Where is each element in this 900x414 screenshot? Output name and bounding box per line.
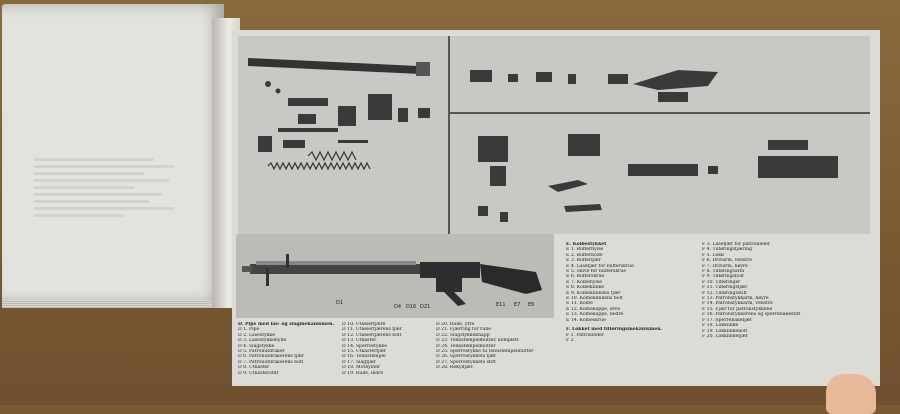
legend-line: E 8. Kolbeklinke [566,285,605,291]
foldout-diagram-sheet: D1 D4 D16 D21 E11 E7 E6 D. Pipe med lås-… [232,30,880,386]
legend-line: D 4. Slagstykke [238,343,275,349]
legend-line: E 9. Kolbeklinkens fjær [566,290,621,296]
page-edges [2,300,224,308]
legend-line: D 2. Låsestykke [238,332,275,338]
book-left-page [2,4,224,308]
legend-line: D 19. Rulle, indre [342,370,384,376]
legend-line: F 7. Drivarm, høyre [702,263,748,269]
legend-line: D 12. Utløserfjærens bolt [342,332,402,338]
faint-text-bleed [34,154,184,221]
legend-line: E 2. Bufferhode [566,252,603,258]
legend-line: E 7. Kolbehylse [566,279,602,285]
legend-line: E 1. Bufferhylse [566,247,604,253]
bolt-parts [258,81,430,152]
legend-line: F 8. Tilføringsarm [702,269,745,275]
machine-gun-drawing: D1 D4 D16 D21 E11 E7 E6 [242,254,542,310]
exploded-parts-panel [238,36,870,234]
spring-long [267,161,371,171]
legend-line: D 15. Utkasterfjær [342,349,386,355]
legend-line: D 6. Patronutdrakerens fjær [238,354,304,360]
legend-line: F 1. Patronleder [566,332,604,338]
label-d16: D16 [406,304,416,310]
legend-line: D 28. Rekylfjær. [436,365,474,371]
panel-divider-horizontal [448,112,870,114]
legend-column-d2: D 10. Utløserfjære D 11. Utløserfjærens … [342,322,434,376]
legend-line: D 16. Tennstempel [342,354,386,360]
legend-line: D. Pipe med lås- og slagmekanismen. [238,322,335,327]
legend-line: D 5. Patronutdraker [238,349,285,355]
legend-heading: E. Kolbestykket [566,242,607,247]
legend-line: D 3. Låsestykkehylle [238,338,287,344]
legend-line: D 10. Utløserfjære [342,322,386,327]
legend-line: E 6. Bufferskrue [566,274,605,280]
label-e11: E11 [496,302,506,308]
legend-line: D 8. Utkaster [238,365,270,371]
legend-line: F 6. Drivarm, venstre [702,258,753,264]
legend-line: E 3. Bufferfjær [566,258,601,264]
legend-line: D 14. Sperrestykke [342,343,387,349]
panel-divider-vertical [448,36,450,234]
legend-line: E 4. Låsefjær for bufferskrue [566,263,634,269]
legend-line: F 4. Tilføringsfjæring [702,247,752,253]
legend-line: F 12. Tilføringsstift [702,290,748,296]
feed-cover-parts [478,134,838,222]
legend-line: E 5. Skive for bufferskrue [566,269,627,275]
legend-line: D 1. Pipe [238,327,260,333]
legend-line: F 15. Fjær for patronstykkene [702,306,773,312]
legend-line: F 11. Tilføringsfjær [702,285,748,291]
legend-line: D 25. Sperrestykke til tennstempelmutter [436,349,534,355]
legend-line: F 14. Patronstykkarm, venstre [702,301,773,307]
legend-line: D 22. Slagstykkeknapp [436,332,490,338]
barrel-muzzle [416,62,430,76]
legend-line: D 21. Fjærring for rulle [436,327,491,333]
legend-line: F 19. Lokklinkebolt [702,328,748,334]
legend-heading: F. Lokket med tilføringsmekanismen. [566,327,663,333]
legend-column-d1: D. Pipe med lås- og slagmekanismen. D 1.… [238,322,338,376]
legend-line: E 13. Kolbekappe, nedre [566,312,624,318]
label-d21: D21 [420,304,430,310]
legend-line: F 18. Lokklinke [702,323,739,329]
label-d4: D4 [394,304,401,310]
thumb-holding-page [826,374,876,414]
parts-drawing [248,58,838,222]
legend-line: F 9. Tilføringsbolt [702,274,744,280]
legend-line: D 27. Sperrestykkets stift [436,359,496,365]
legend-column-f: F 3. Låsefjær for patronleder F 4. Tilfø… [702,242,872,339]
legend-line: D 23. Tennstempelmutter, komplett [436,338,519,344]
legend-line: D 26. Sperrestykkets fjær [436,354,497,360]
legend-line: D 7. Patronutdrakerens bolt [238,359,304,365]
legend-line: D 24. Tennstempelmutter [436,343,496,349]
label-d1: D1 [336,300,343,306]
legend-column-d3: D 20. Rulle, ytre D 21. Fjærring for rul… [436,322,556,371]
stock-parts [470,70,718,102]
label-e7: E7 [514,302,520,308]
gun-body [242,254,542,306]
barrel-part [248,58,428,74]
spring-short [307,150,357,162]
legend-line: D 20. Rulle, ytre [436,322,475,327]
legend-line: F 16. Patronstykkerens og sperrebakestif… [702,312,801,318]
legend-line: F 5. Lokk [702,252,724,258]
legend-line: E 12. Kolbekappe, øvre [566,306,621,312]
assembled-gun-panel: D1 D4 D16 D21 E11 E7 E6 [236,234,554,318]
legend-line: F 17. Sperrebakefjær [702,317,753,323]
legend-line: D 13. Utkaster [342,338,377,344]
legend-line: D 11. Utløserfjærens fjær [342,327,402,333]
gun-part-labels: D1 D4 D16 D21 E11 E7 E6 [336,300,534,310]
legend-line: F 13. Patronstykkarm, høyre [702,296,769,302]
legend-line: D 9. Utkasterstift [238,370,279,376]
legend-line: D 18. Mothylder [342,365,381,371]
legend-line: D 17. Slagfjær [342,359,376,365]
legend-line: F 10. Tilføringer [702,279,741,285]
legend-line: E 10. Kolbeklinkens bolt [566,296,623,302]
legend-line: F 3. Låsefjær for patronleder [702,242,771,247]
legend-line: E 14. Kolbeskrue [566,317,606,323]
legend-line: E 11. Kolbe [566,301,593,307]
legend-line: F 2. [566,337,576,343]
legend-column-e: E. Kolbestykket E 1. Bufferhylse E 2. Bu… [566,242,692,343]
label-e6: E6 [528,302,534,308]
legend-line: F 20. Lokklinkefjær [702,333,748,339]
